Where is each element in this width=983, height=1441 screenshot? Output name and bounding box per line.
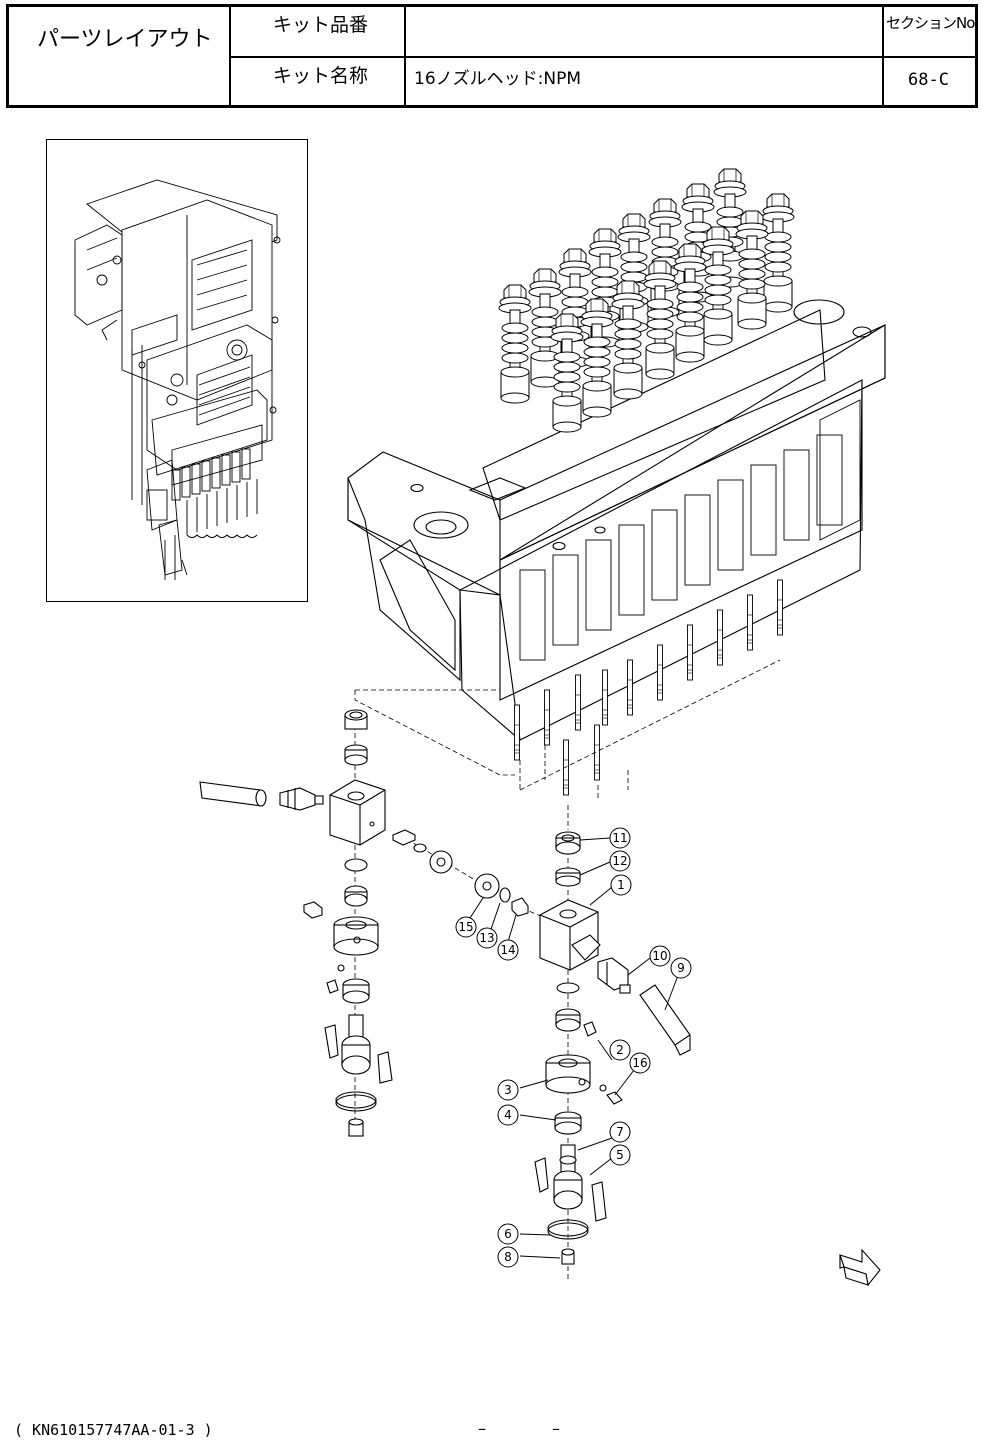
- callout-label-1: 1: [617, 878, 625, 892]
- callout-label-4: 4: [504, 1108, 512, 1122]
- callout-label-6: 6: [504, 1227, 512, 1241]
- callout-label-5: 5: [616, 1148, 624, 1162]
- callout-label-3: 3: [504, 1083, 512, 1097]
- callout-label-15: 15: [458, 920, 473, 934]
- callout-label-11: 11: [612, 831, 627, 845]
- callout-label-14: 14: [500, 943, 515, 957]
- callout-label-8: 8: [504, 1250, 512, 1264]
- callout-label-12: 12: [612, 854, 627, 868]
- callout-label-7: 7: [616, 1125, 624, 1139]
- callout-label-9: 9: [677, 961, 685, 975]
- callout-label-13: 13: [479, 931, 494, 945]
- callout-label-10: 10: [652, 949, 667, 963]
- document-code: ( KN610157747AA-01-3 ): [14, 1421, 213, 1439]
- callout-label-2: 2: [616, 1043, 624, 1057]
- page-mark-right: –: [552, 1419, 560, 1438]
- page-mark-left: –: [478, 1419, 486, 1438]
- callout-label-16: 16: [632, 1056, 647, 1070]
- direction-arrow-icon: [840, 1250, 880, 1285]
